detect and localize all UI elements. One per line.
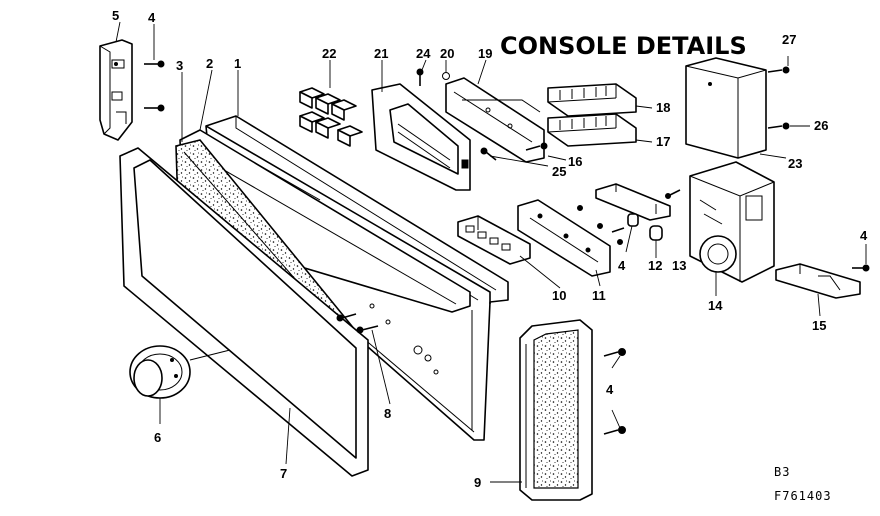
callout-11: 11 — [592, 288, 606, 303]
part-9-side-panel — [519, 319, 593, 501]
callout-8: 8 — [384, 406, 391, 421]
callout-14: 14 — [708, 298, 723, 313]
callout-21: 21 — [374, 46, 388, 61]
callout-1: 1 — [234, 56, 241, 71]
callout-26: 26 — [814, 118, 828, 133]
part-18-switch-bank — [547, 83, 637, 117]
callout-24: 24 — [416, 46, 431, 61]
part-19-bracket — [445, 77, 545, 163]
part-16-screw — [525, 142, 548, 151]
part-14-timer — [689, 161, 775, 283]
callout-23: 23 — [788, 156, 802, 171]
part-13-bushing — [649, 225, 663, 241]
part-4-screw-mid — [577, 205, 625, 245]
callout-13: 13 — [672, 258, 686, 273]
callout-27: 27 — [782, 32, 796, 47]
callout-25: 25 — [552, 164, 566, 179]
part-26-screw — [767, 122, 790, 130]
part-10-switch-block — [457, 215, 531, 265]
callout-15: 15 — [812, 318, 826, 333]
diagram-title: CONSOLE DETAILS — [500, 32, 747, 60]
part-17-switch-bank — [547, 113, 637, 147]
callout-12: 12 — [648, 258, 662, 273]
timer-screws — [665, 189, 681, 199]
callout-10: 10 — [552, 288, 566, 303]
callout-4-side: 4 — [606, 382, 614, 397]
callout-9: 9 — [474, 475, 481, 490]
callout-19: 19 — [478, 46, 492, 61]
callout-18: 18 — [656, 100, 670, 115]
drawing-number: F761403 — [774, 489, 832, 503]
part-4-screw-right — [852, 264, 870, 272]
timer-mounting-bracket — [595, 183, 671, 221]
part-11-circuit-board — [517, 199, 611, 277]
callout-17: 17 — [656, 134, 670, 149]
part-23-cover — [685, 57, 767, 159]
part-25-screw — [480, 147, 497, 161]
callout-5: 5 — [112, 8, 119, 23]
part-21-switch-housing — [371, 83, 471, 191]
part-27-screw — [767, 66, 790, 74]
part-6-control-knob — [129, 345, 231, 399]
part-4-screws-side — [603, 348, 626, 435]
callout-4-right: 4 — [860, 228, 868, 243]
part-24-screw — [416, 68, 424, 86]
callout-2: 2 — [206, 56, 213, 71]
part-8-screws — [336, 303, 391, 334]
callout-16: 16 — [568, 154, 582, 169]
part-15-bracket — [775, 263, 861, 299]
callout-22: 22 — [322, 46, 336, 61]
callout-20: 20 — [440, 46, 454, 61]
part-7-trim-frame — [119, 147, 369, 477]
part-4-screw-upper — [144, 60, 165, 68]
part-22-push-buttons — [299, 87, 363, 147]
callout-labels: 5 4 3 2 1 22 21 24 20 19 27 18 17 26 23 … — [112, 8, 868, 490]
callout-6: 6 — [154, 430, 161, 445]
callout-4-mid: 4 — [618, 258, 626, 273]
callout-7: 7 — [280, 466, 287, 481]
leader-lines — [115, 21, 867, 483]
callout-3: 3 — [176, 58, 183, 73]
part-4-screw-lower — [144, 104, 165, 112]
part-12-bushing — [627, 213, 639, 227]
callout-4: 4 — [148, 10, 156, 25]
sheet-code: B3 — [774, 465, 790, 479]
part-5-side-bracket — [99, 39, 133, 141]
part-20-washer — [442, 72, 450, 80]
